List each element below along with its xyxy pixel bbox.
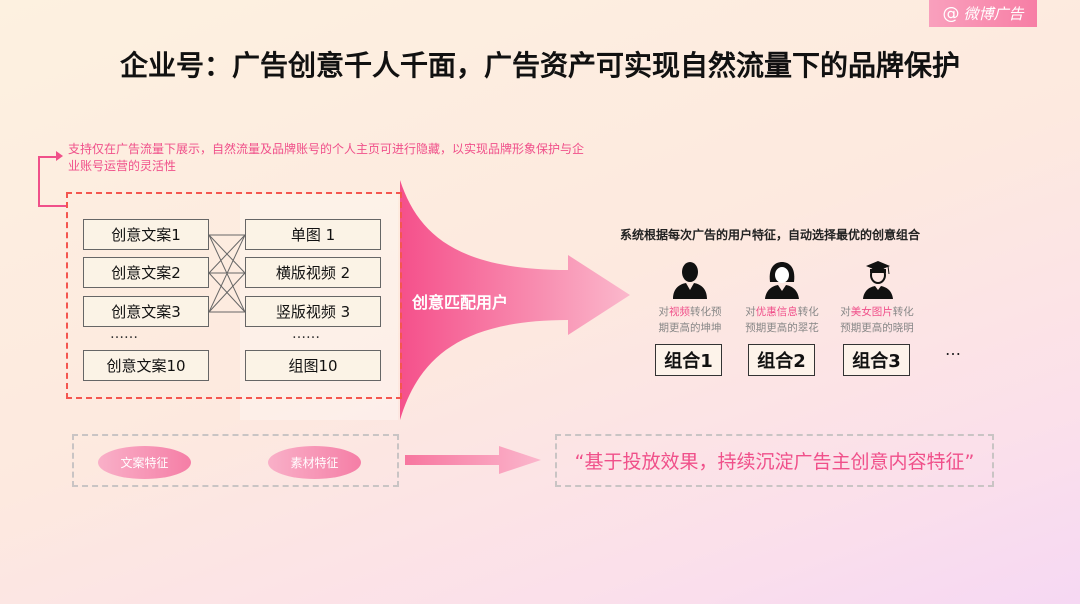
feature-box — [72, 434, 399, 487]
accumulation-quote: “基于投放效果，持续沉淀广告主创意内容特征” — [555, 434, 994, 487]
copy-item: 创意文案10 — [83, 350, 209, 381]
material-ellipsis: …… — [292, 326, 320, 342]
cross-connectors — [209, 234, 245, 313]
weibo-at-icon: @ — [942, 3, 960, 24]
student-icon — [863, 261, 893, 299]
woman-icon — [765, 262, 799, 299]
persona-2-text: 对优惠信息转化预期更高的翠花 — [745, 306, 819, 334]
persona-3-text: 对美女图片转化预期更高的晓明 — [840, 306, 914, 334]
material-item: 竖版视频 3 — [245, 296, 381, 327]
weibo-ad-logo: @ 微博广告 — [929, 0, 1037, 27]
system-description: 系统根据每次广告的用户特征，自动选择最优的创意组合 — [620, 228, 921, 242]
copy-item: 创意文案1 — [83, 219, 209, 250]
combo-3: 组合3 — [843, 344, 910, 376]
material-item: 单图 1 — [245, 219, 381, 250]
arrow-right-icon — [405, 446, 541, 474]
creative-pool-box — [66, 192, 402, 399]
funnel-label: 创意匹配用户 — [412, 293, 509, 312]
man-icon — [673, 262, 707, 299]
copy-ellipsis: …… — [110, 326, 138, 342]
combo-more: … — [945, 340, 961, 359]
bracket-connector-foot — [38, 205, 68, 207]
material-item: 横版视频 2 — [245, 257, 381, 288]
material-feature: 素材特征 — [268, 446, 361, 479]
copy-item: 创意文案3 — [83, 296, 209, 327]
persona-1-text: 对视频转化预期更高的坤坤 — [658, 306, 722, 334]
funnel-arrow — [400, 180, 630, 420]
material-item: 组图10 — [245, 350, 381, 381]
copy-item: 创意文案2 — [83, 257, 209, 288]
combo-2: 组合2 — [748, 344, 815, 376]
arrow-right-icon — [56, 151, 63, 161]
bracket-connector — [38, 156, 60, 206]
page-title: 企业号：广告创意千人千面，广告资产可实现自然流量下的品牌保护 — [119, 49, 960, 82]
brand-protection-note: 支持仅在广告流量下展示，自然流量及品牌账号的个人主页可进行隐藏，以实现品牌形象保… — [68, 142, 585, 173]
copy-feature: 文案特征 — [98, 446, 191, 479]
combo-1: 组合1 — [655, 344, 722, 376]
